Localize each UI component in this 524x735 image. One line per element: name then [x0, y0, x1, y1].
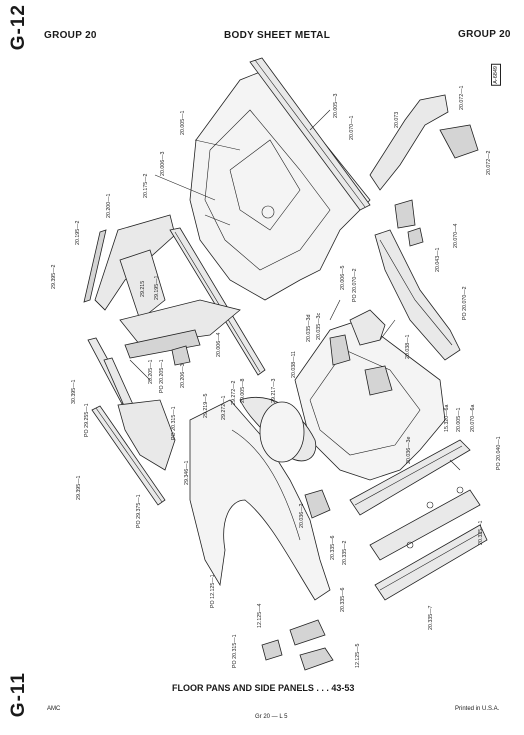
- bracket-lower-3: [299, 647, 334, 671]
- part-label: PO 20.315—1: [232, 634, 238, 668]
- wheelhouse-inner: [259, 401, 305, 463]
- part-label: 20.035—3c: [316, 312, 322, 340]
- part-label: 20.005—3: [333, 93, 339, 118]
- part-label: 20.006—4: [216, 332, 222, 357]
- part-label: 29.219—5: [203, 393, 209, 418]
- group-label-right: GROUP 20: [458, 29, 511, 40]
- part-label: 29.215: [140, 280, 146, 297]
- page-title: BODY SHEET METAL: [224, 30, 331, 41]
- rear-rail-2: [369, 489, 481, 561]
- door-frame: [119, 299, 241, 346]
- part-label: 12.125—4: [257, 603, 263, 628]
- part-label: 29.346—1: [184, 460, 190, 485]
- part-label: 29.395—1: [76, 475, 82, 500]
- pillar-strip: [83, 229, 107, 303]
- part-label: 20.335—6: [330, 535, 336, 560]
- part-label: 20.036—3e: [406, 436, 412, 464]
- floor-pan-rear: [294, 319, 446, 481]
- part-label: 20.036—2: [299, 503, 305, 528]
- part-label: 20.070—4: [453, 223, 459, 248]
- bracket-lower-1: [304, 489, 331, 519]
- rear-rail: [349, 439, 471, 516]
- part-label: 20.195—2: [75, 220, 81, 245]
- part-label: 29.217—3: [271, 378, 277, 403]
- part-label: 20.206—3: [180, 363, 186, 388]
- door-frame-2: [124, 329, 201, 359]
- bracket-lower-4: [261, 639, 283, 661]
- part-label: 20.070—6a: [470, 404, 476, 432]
- small-bracket-1: [394, 199, 416, 229]
- part-label: 29.395—2: [51, 264, 57, 289]
- footer-center: Gr 20 — L 5: [255, 714, 288, 720]
- seat-bracket: [329, 334, 351, 366]
- part-label: PO 20.315—1: [171, 406, 177, 440]
- floor-support: [349, 309, 386, 346]
- part-label: 29.005—8: [240, 378, 246, 403]
- part-label: 30.395—1: [71, 379, 77, 404]
- part-label: 15.320—6a: [444, 404, 450, 432]
- part-label: 20.325—1: [478, 520, 484, 545]
- small-bracket-2: [407, 227, 424, 247]
- frame-rail-lower: [374, 229, 461, 361]
- part-label: PO 20.040—1: [496, 436, 502, 470]
- part-label: 12.125—5: [355, 643, 361, 668]
- part-label: PO 20.070—2: [352, 268, 358, 302]
- part-label: 29.195—1: [154, 275, 160, 300]
- part-label: 20.006—3: [160, 151, 166, 176]
- part-label: PO 20.070—2: [462, 286, 468, 320]
- pillar-a-2: [119, 249, 166, 321]
- part-label: 20.043—1: [435, 247, 441, 272]
- part-label: 20.205—1: [148, 359, 154, 384]
- part-label: 20.200—1: [106, 193, 112, 218]
- part-label: 29.272—1: [221, 395, 227, 420]
- part-label: PO 29.375—1: [136, 494, 142, 528]
- frame-bracket: [439, 124, 479, 159]
- inner-panel-left: [117, 399, 176, 471]
- part-label: 20.072—1: [459, 85, 465, 110]
- part-label: 20.335—7: [428, 605, 434, 630]
- part-label: 20.038—11: [291, 351, 297, 378]
- rear-rail-3: [374, 524, 488, 601]
- part-label: 20.335—2: [342, 540, 348, 565]
- part-label: 20.335—6: [340, 587, 346, 612]
- figure-caption: FLOOR PANS AND SIDE PANELS . . . 43-53: [172, 683, 355, 693]
- part-label: 20.072—2: [486, 150, 492, 175]
- frame-rail-upper: [369, 94, 449, 191]
- part-label: 20.175—2: [143, 173, 149, 198]
- cowl-bracket: [171, 345, 191, 366]
- bracket-lower-2: [289, 619, 326, 646]
- group-label-left: GROUP 20: [44, 30, 97, 41]
- part-label: 20.006—5: [340, 265, 346, 290]
- footer-right: Printed in U.S.A.: [455, 706, 500, 712]
- part-label: 20.005—1: [456, 407, 462, 432]
- part-label: 20.073: [394, 111, 400, 128]
- part-label: 20.035—3d: [306, 314, 312, 342]
- footer-left: AMC: [47, 706, 61, 712]
- part-label: PO 29.255—1: [84, 403, 90, 437]
- part-label: 20.005—1: [180, 110, 186, 135]
- part-label: 20.038—1: [405, 334, 411, 359]
- part-label: 29.272—2: [231, 380, 237, 405]
- part-label: PO 20.205—1: [159, 359, 165, 393]
- seat-bracket-2: [364, 365, 393, 396]
- part-label: PO 12.125—1: [210, 574, 216, 608]
- part-label: 20.070—1: [349, 115, 355, 140]
- quarter-panel: [189, 399, 331, 601]
